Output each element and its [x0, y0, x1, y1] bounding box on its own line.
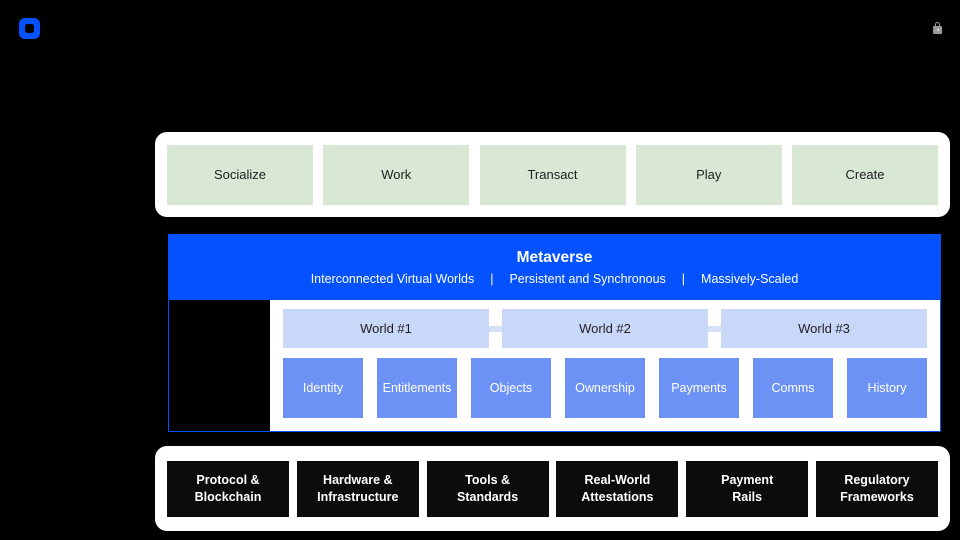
feature-box-payments: Payments: [659, 358, 739, 418]
subtitle-separator: |: [681, 272, 686, 286]
experience-box-work: Work: [323, 144, 470, 205]
feature-box-history: History: [847, 358, 927, 418]
feature-box-objects: Objects: [471, 358, 551, 418]
infra-box-regulatory-frameworks: Regulatory Frameworks: [815, 460, 938, 517]
feature-box-ownership: Ownership: [565, 358, 645, 418]
brand-logo-icon: [19, 18, 40, 39]
world-connector: [489, 325, 502, 332]
infra-box-real-world-attestations: Real-World Attestations: [556, 460, 679, 517]
infra-box-protocol-blockchain: Protocol & Blockchain: [167, 460, 289, 517]
subtitle-segment-persistent: Persistent and Synchronous: [509, 272, 666, 286]
metaverse-container: Metaverse Interconnected Virtual Worlds …: [168, 234, 941, 432]
experience-box-create: Create: [792, 144, 938, 205]
features-row: Identity Entitlements Objects Ownership …: [283, 358, 927, 418]
experience-box-transact: Transact: [479, 144, 626, 205]
worlds-row: World #1 World #2 World #3: [283, 309, 927, 348]
feature-box-entitlements: Entitlements: [377, 358, 457, 418]
infrastructure-panel: Protocol & Blockchain Hardware & Infrast…: [155, 446, 950, 531]
world-box-3: World #3: [721, 309, 927, 348]
experiences-panel: Socialize Work Transact Play Create: [155, 132, 950, 217]
metaverse-title: Metaverse: [516, 249, 593, 266]
metaverse-left-spacer: [169, 300, 270, 431]
infra-box-hardware-infrastructure: Hardware & Infrastructure: [296, 460, 419, 517]
subtitle-separator: |: [490, 272, 494, 286]
metaverse-body: World #1 World #2 World #3 Identity Enti…: [169, 300, 940, 431]
lock-shackle: [935, 22, 940, 28]
lock-icon: [933, 22, 942, 34]
world-box-2: World #2: [502, 309, 708, 348]
feature-box-comms: Comms: [753, 358, 833, 418]
metaverse-banner: Metaverse Interconnected Virtual Worlds …: [169, 235, 940, 300]
metaverse-subtitle: Interconnected Virtual Worlds | Persiste…: [311, 272, 799, 286]
experience-box-socialize: Socialize: [167, 144, 313, 205]
infra-box-payment-rails: Payment Rails: [686, 460, 809, 517]
world-connector: [708, 325, 721, 332]
subtitle-segment-massively-scaled: Massively-Scaled: [701, 272, 799, 286]
brand-logo-hole: [25, 24, 34, 33]
world-box-1: World #1: [283, 309, 489, 348]
worlds-panel: World #1 World #2 World #3 Identity Enti…: [270, 300, 940, 431]
experience-box-play: Play: [635, 144, 782, 205]
infra-box-tools-standards: Tools & Standards: [426, 460, 549, 517]
lock-keyhole: [936, 29, 939, 31]
feature-box-identity: Identity: [283, 358, 363, 418]
subtitle-segment-interconnected: Interconnected Virtual Worlds: [310, 272, 475, 286]
